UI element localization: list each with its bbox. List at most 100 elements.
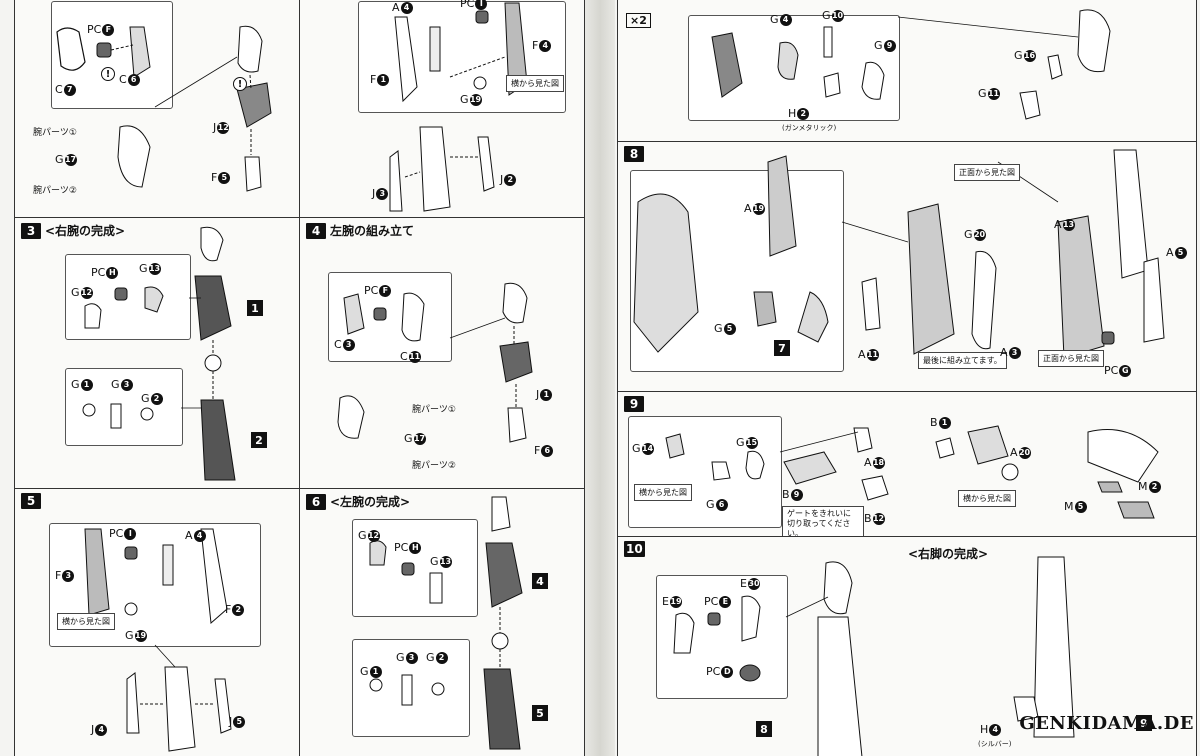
side-view-note: 横から見た図 bbox=[958, 490, 1016, 507]
side-view-note: 横から見た図 bbox=[57, 613, 115, 630]
part-illustration bbox=[84, 528, 232, 752]
assembly-number: 7 bbox=[774, 340, 790, 356]
label-arm-part-2: 腕パーツ② bbox=[33, 186, 77, 196]
assembly-number: 9 bbox=[1136, 715, 1152, 731]
assembly-number: 2 bbox=[251, 432, 267, 448]
step-header: 9 bbox=[624, 396, 644, 412]
assembly-number: 1 bbox=[247, 300, 263, 316]
caution-icon: ! bbox=[101, 67, 115, 81]
step-header: 5 bbox=[21, 493, 41, 509]
step-header: 3<右腕の完成> bbox=[21, 222, 125, 239]
step-header: 8 bbox=[624, 146, 644, 162]
assembly-number: 4 bbox=[532, 573, 548, 589]
part-illustration bbox=[337, 282, 533, 443]
watermark-text: GENKIDAMA.DE bbox=[1019, 713, 1194, 734]
multiplier-badge: ×2 bbox=[626, 13, 651, 28]
assemble-last-note: 最後に組み立てます。 bbox=[918, 352, 1007, 369]
step-header: 10 bbox=[624, 541, 645, 557]
step-header: 6<左腕の完成> bbox=[306, 493, 410, 510]
part-illustration bbox=[389, 2, 528, 212]
gate-cut-note: ゲートをきれいに 切り取ってください。 bbox=[782, 506, 864, 536]
label-silver: (シルバー) bbox=[978, 740, 1012, 748]
part-illustration bbox=[82, 226, 236, 481]
label-arm-part-1: 腕パーツ① bbox=[412, 405, 456, 415]
label-arm-part-2: 腕パーツ② bbox=[412, 461, 456, 471]
assembly-number: 8 bbox=[756, 721, 772, 737]
step-title: <右脚の完成> bbox=[908, 547, 989, 561]
subassembly-inset bbox=[628, 416, 782, 528]
side-view-note: 横から見た図 bbox=[506, 75, 564, 92]
front-view-note: 正面から見た図 bbox=[954, 164, 1020, 181]
label-gunmetallic: (ガンメタリック) bbox=[782, 124, 837, 132]
page-gutter bbox=[585, 0, 615, 756]
part-illustration bbox=[673, 556, 1075, 756]
label-arm-part-1: 腕パーツ① bbox=[33, 128, 77, 138]
front-view-note: 正面から見た図 bbox=[1038, 350, 1104, 367]
part-illustration bbox=[711, 9, 1111, 120]
part-illustration bbox=[56, 25, 272, 192]
part-illustration bbox=[665, 425, 1159, 519]
